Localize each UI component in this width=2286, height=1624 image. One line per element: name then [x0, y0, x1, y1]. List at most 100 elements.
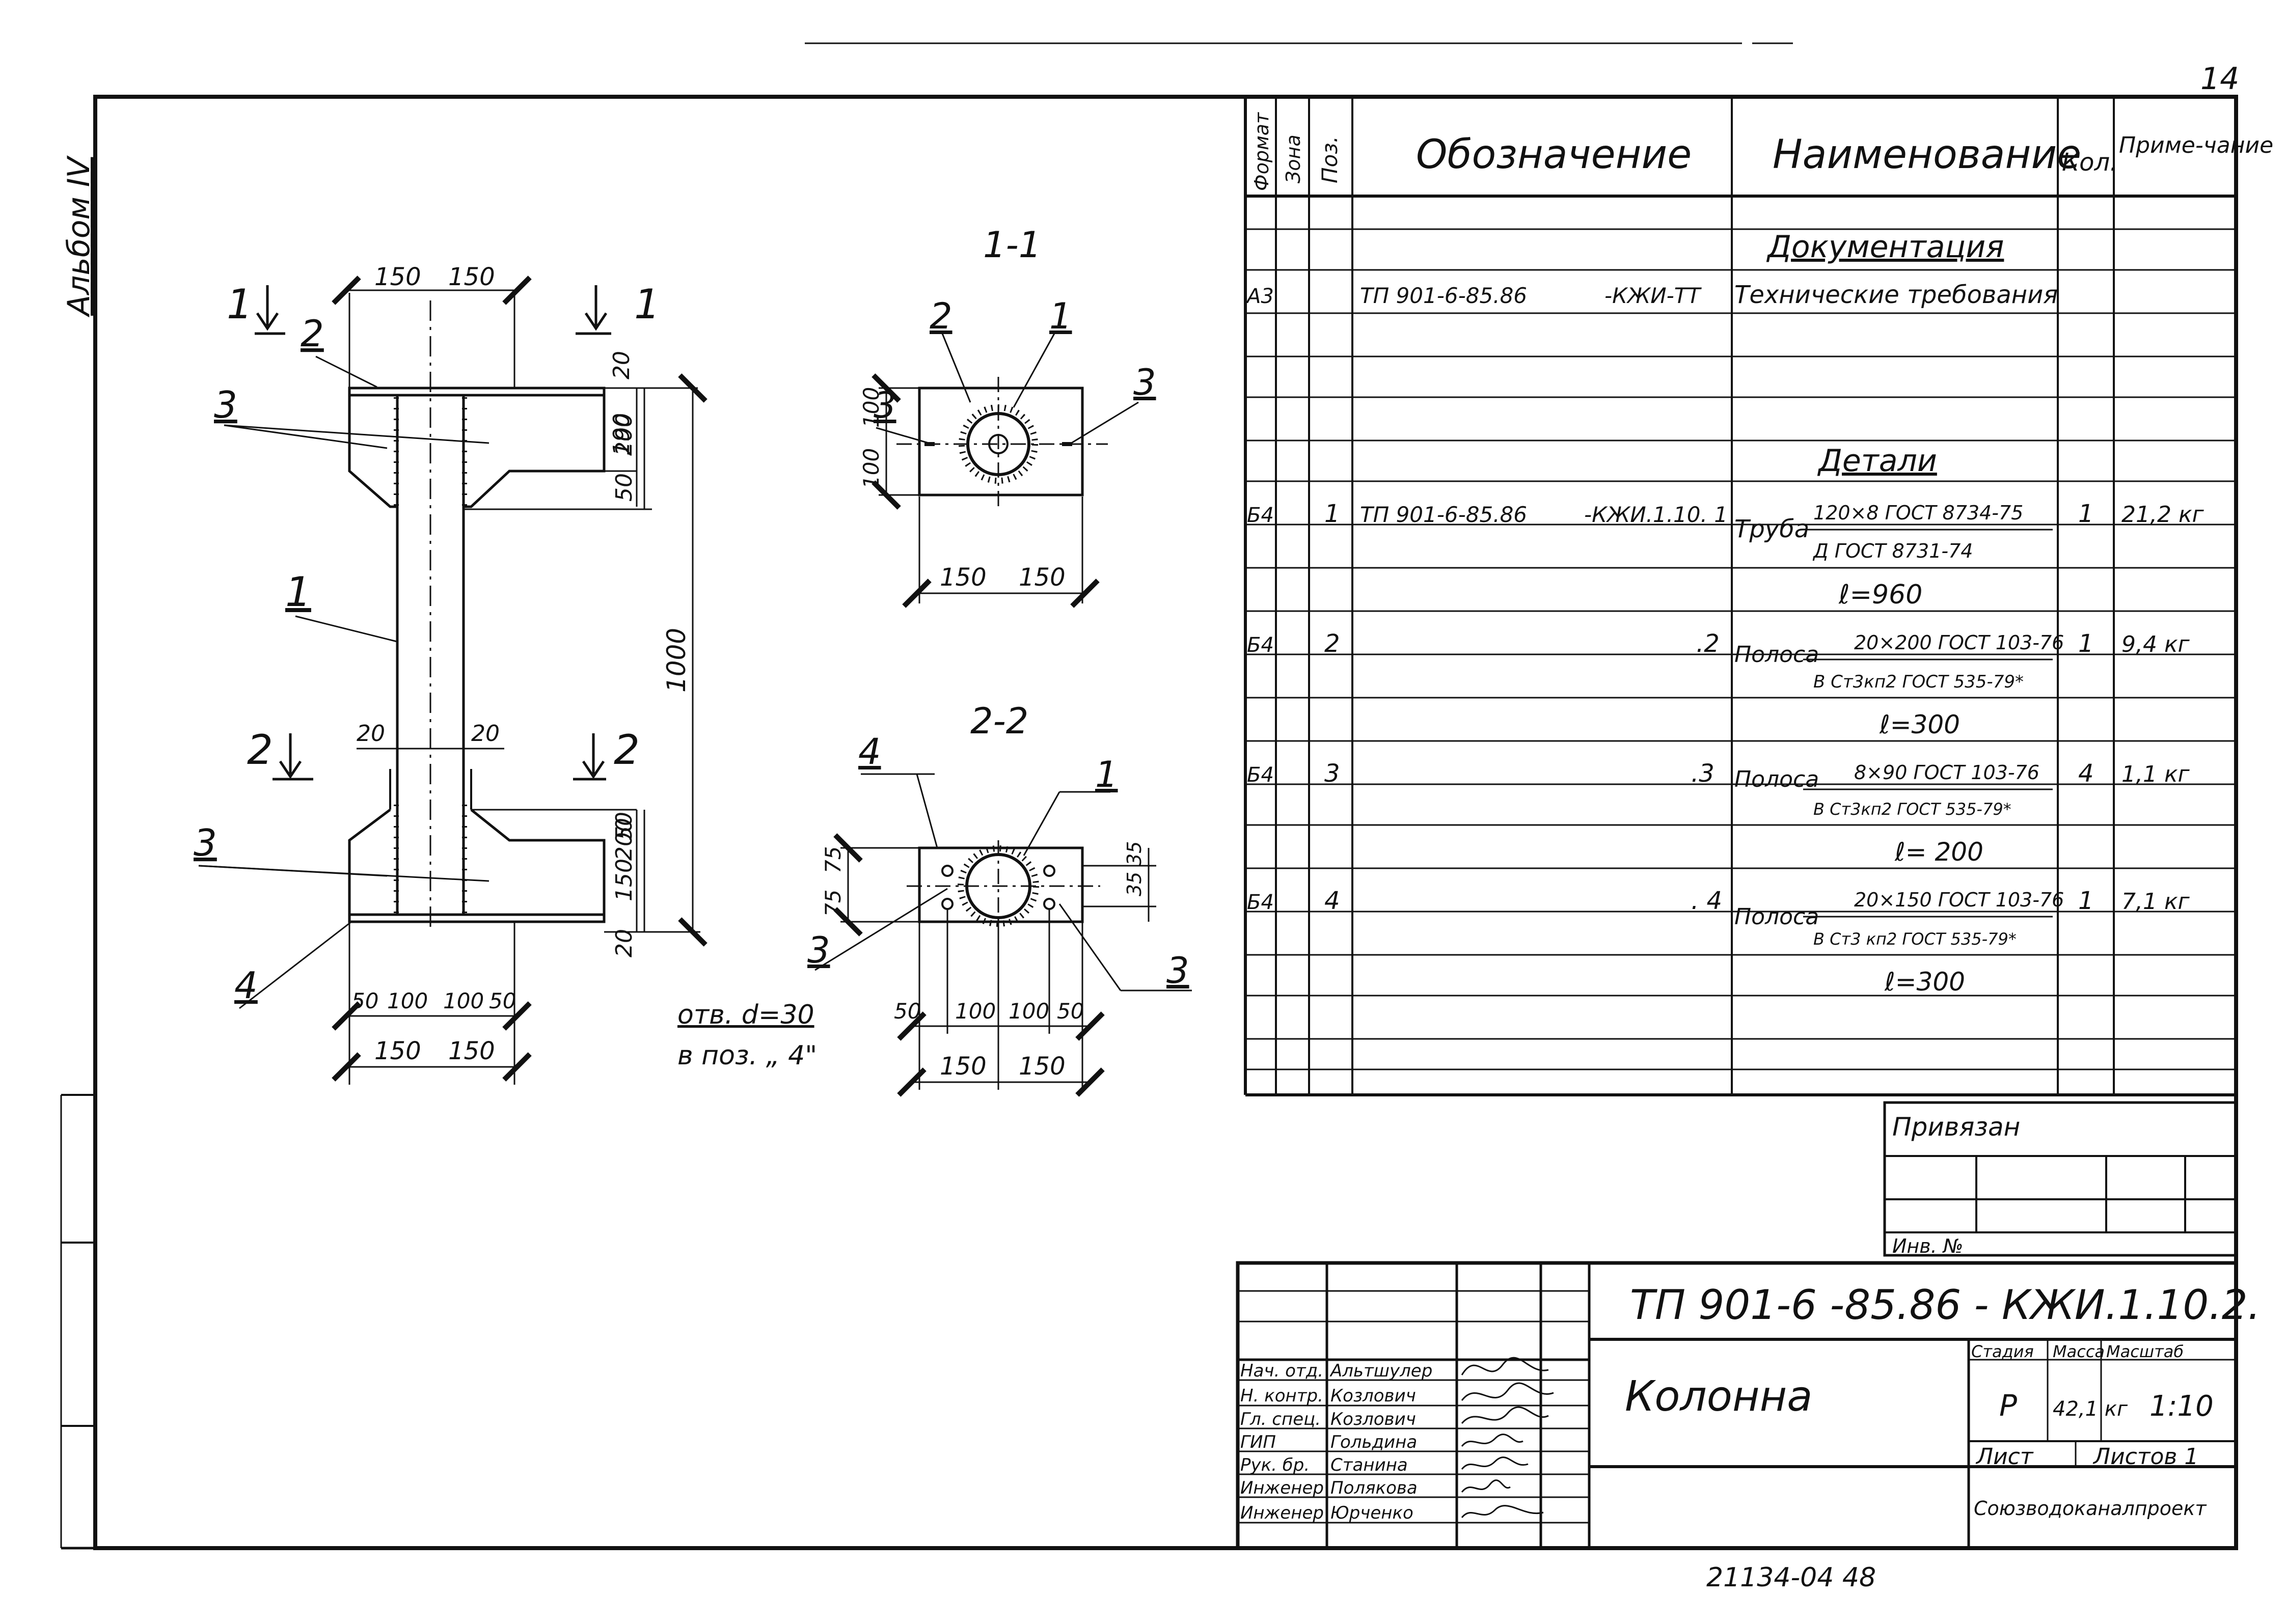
stage-value: Р [1999, 1388, 2017, 1423]
s2-label-3-right: 3 [1166, 950, 1189, 992]
dim-bottom-200: 200 [611, 818, 637, 861]
cut1-label-right: 1 [634, 281, 660, 328]
row1-length: ℓ=960 [1838, 580, 1922, 610]
dim-b-100-a: 100 [387, 988, 428, 1013]
cut2-label-left: 2 [247, 726, 273, 774]
section-2-2: 2-2 4 1 3 3 75 75 35 35 [677, 700, 1192, 1097]
dim-top-150-left: 150 [374, 263, 421, 291]
person-5-role: Инженер [1240, 1478, 1324, 1498]
row4-name-top: 20×150 ГОСТ 103-76 [1854, 889, 2064, 911]
s2-label-4: 4 [858, 731, 881, 773]
s2-dim-75-top: 75 [821, 846, 846, 873]
row3-pos: 3 [1324, 759, 1340, 788]
person-3-name: Гольдина [1330, 1432, 1417, 1452]
stage-label: Стадия [1971, 1342, 2034, 1361]
header-zone: Зона [1282, 134, 1304, 183]
dim-top-150-right: 150 [448, 263, 495, 291]
person-2-name: Козлович [1330, 1409, 1416, 1429]
header-name: Наименование [1773, 132, 2081, 178]
row3-suffix: .3 [1691, 759, 1715, 788]
dim-top-50: 50 [611, 473, 637, 502]
person-4-name: Станина [1330, 1455, 1408, 1475]
bottom-plate [348, 913, 606, 923]
section-1-1: 1-1 2 1 3 3 100 100 150 150 [859, 224, 1156, 608]
row4-note: 7,1 кг [2121, 889, 2190, 915]
person-0-role: Нач. отд. [1240, 1361, 1323, 1381]
bottom-number: 21134-04 48 [1706, 1562, 1876, 1593]
drawing-name: Колонна [1625, 1372, 1812, 1421]
row3-name: Полоса [1734, 766, 1819, 792]
person-1-name: Козлович [1330, 1386, 1416, 1406]
row2-name: Полоса [1734, 642, 1819, 668]
row0-format: А3 [1245, 285, 1274, 308]
row4-format: Б4 [1247, 891, 1274, 914]
sheet-label: Лист [1975, 1444, 2034, 1470]
dim-b-150-a: 150 [374, 1037, 421, 1065]
section-2-plate [918, 846, 1084, 923]
s1-dim-150-right: 150 [1019, 563, 1066, 592]
dim-bottom-20-right: 20 [471, 721, 500, 747]
row2-name-top: 20×200 ГОСТ 103-76 [1854, 631, 2064, 654]
section-1-title: 1-1 [983, 224, 1041, 266]
person-3-role: ГИП [1240, 1432, 1276, 1452]
row1-note: 21,2 кг [2121, 502, 2205, 528]
s2-dim-100-b: 100 [1009, 999, 1049, 1024]
binding-stamp: Привязан Инв. № [1883, 1101, 2238, 1257]
signatures [1461, 1357, 1554, 1518]
row1-pos: 1 [1324, 500, 1340, 528]
person-6-role: Инженер [1240, 1503, 1324, 1523]
s2-dim-100-a: 100 [955, 999, 996, 1024]
section-details-title: Детали [1817, 443, 1937, 479]
person-4-role: Рук. бр. [1240, 1455, 1310, 1475]
row3-name-top: 8×90 ГОСТ 103-76 [1854, 761, 2039, 784]
s1-label-3-right: 3 [1133, 362, 1156, 403]
hole-note-2: в поз. „ 4" [677, 1040, 817, 1071]
top-plate [348, 387, 606, 397]
label-pos-1-elev: 1 [285, 568, 311, 616]
person-5-name: Полякова [1330, 1478, 1418, 1498]
s1-dim-100-bottom: 100 [859, 448, 884, 489]
label-pos-3-bottom: 3 [194, 821, 217, 864]
dim-b-100-b: 100 [443, 988, 484, 1013]
bottom-stiffener-left [348, 809, 397, 916]
dim-top-200: 200 [611, 413, 637, 456]
scale-label: Масштаб [2106, 1342, 2184, 1361]
row0-suffix: -КЖИ-ТТ [1604, 283, 1702, 308]
title-block: ТП 901-6 -85.86 - КЖИ.1.10.2. Колонна Ст… [1236, 1261, 2261, 1550]
row2-suffix: .2 [1696, 629, 1720, 658]
section-2-title: 2-2 [970, 700, 1028, 742]
dim-b-50-b: 50 [489, 988, 516, 1013]
s2-label-1: 1 [1095, 754, 1118, 795]
mass-label: Масса [2053, 1342, 2105, 1361]
mass-value: 42,1 кг [2053, 1397, 2128, 1421]
page-number: 14 [2200, 61, 2239, 97]
label-pos-3-top: 3 [214, 383, 237, 426]
row4-pos: 4 [1324, 887, 1340, 915]
header-designation: Обозначение [1416, 132, 1692, 178]
section-docs-title: Документация [1766, 229, 2004, 265]
row1-format: Б4 [1247, 504, 1274, 527]
header-note: Приме-чание [2119, 132, 2273, 158]
header-qty: Кол. [2062, 148, 2117, 177]
person-1-role: Н. контр. [1240, 1386, 1323, 1406]
row3-qty: 4 [2078, 759, 2094, 788]
dim-b-50-a: 50 [351, 988, 378, 1013]
row4-name-bottom: В Ст3 кп2 ГОСТ 535-79* [1813, 929, 2017, 949]
row3-note: 1,1 кг [2121, 761, 2190, 787]
s1-label-1: 1 [1049, 295, 1072, 337]
row0-name: Технические требования [1734, 281, 2058, 309]
row3-format: Б4 [1247, 763, 1274, 787]
person-0-name: Альтшулер [1329, 1361, 1432, 1381]
row4-suffix: . 4 [1691, 887, 1722, 915]
label-pos-4-elev: 4 [234, 964, 258, 1007]
row1-suffix: -КЖИ.1.10. 1 [1584, 502, 1728, 527]
sheets-label: Листов 1 [2092, 1444, 2198, 1470]
s2-dim-35-a: 35 [1123, 841, 1146, 866]
cut2-label-right: 2 [614, 726, 640, 774]
row1-name-bottom: Д ГОСТ 8731-74 [1812, 540, 1973, 562]
label-pos-2-top: 2 [301, 312, 324, 355]
row2-pos: 2 [1324, 629, 1340, 658]
sheet-frame [93, 95, 2238, 1550]
row2-format: Б4 [1247, 634, 1274, 657]
s1-dim-150-left: 150 [940, 563, 987, 592]
